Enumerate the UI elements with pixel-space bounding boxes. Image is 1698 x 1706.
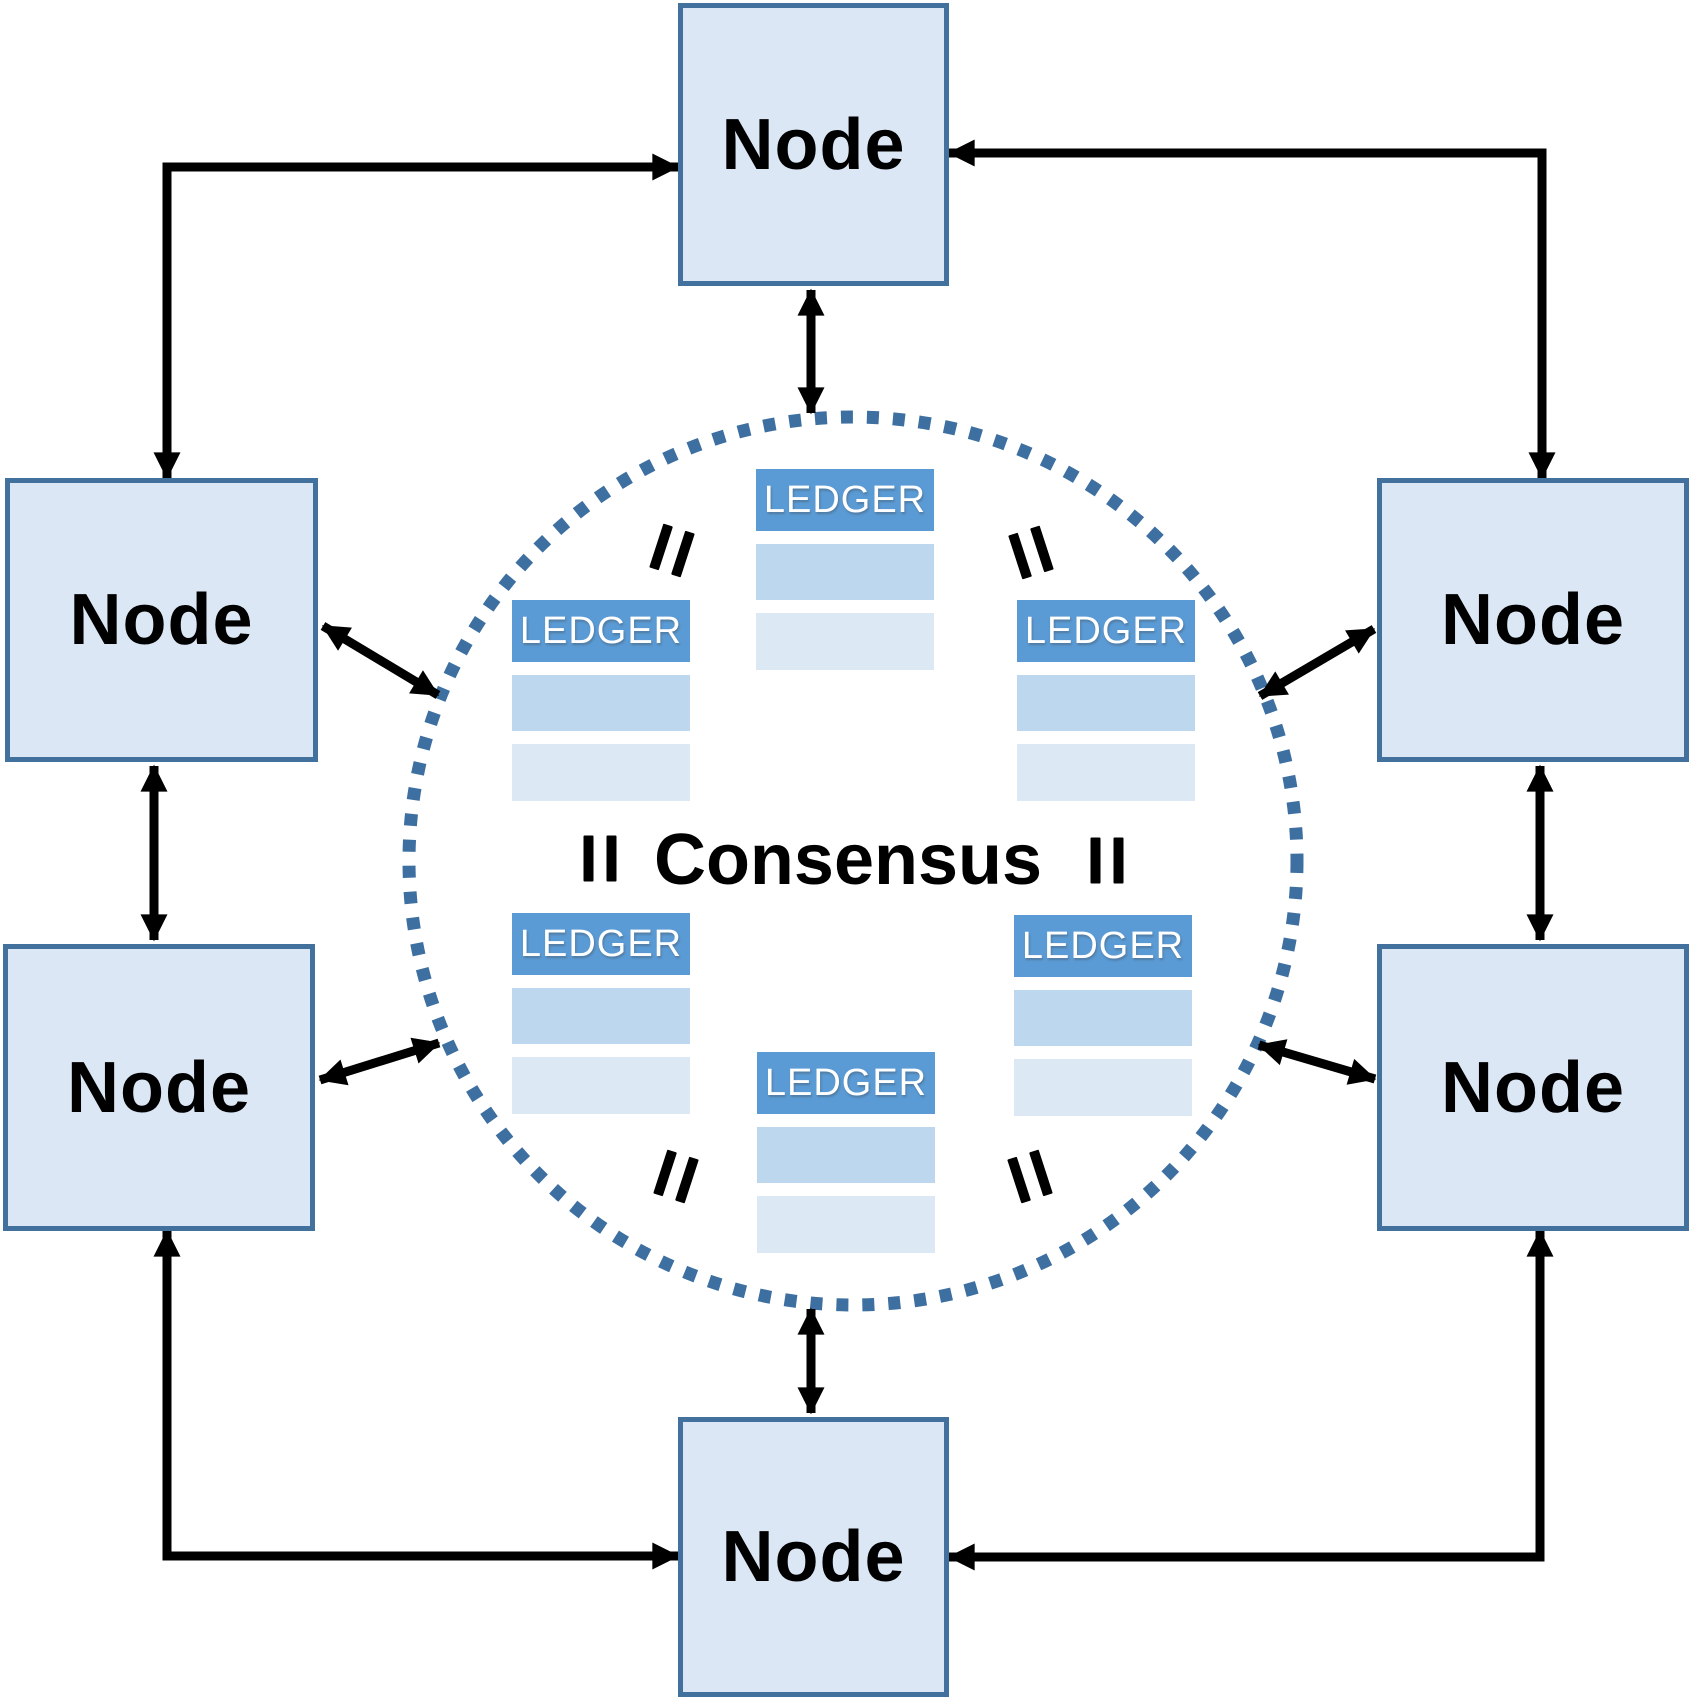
node-box-lower-right: Node bbox=[1377, 944, 1689, 1231]
ledger-title: LEDGER bbox=[512, 600, 690, 662]
arrow-corner-top-right bbox=[947, 139, 1556, 480]
arrow-corner-top-left bbox=[153, 153, 680, 480]
ledger-title: LEDGER bbox=[1014, 915, 1192, 977]
ledger-row bbox=[757, 1196, 935, 1253]
node-label: Node bbox=[1441, 580, 1625, 660]
arrow-upper-right-node-to-circle bbox=[1257, 625, 1377, 700]
equals-bar bbox=[583, 835, 594, 882]
arrow-corner-bottom-right bbox=[947, 1229, 1554, 1571]
node-label: Node bbox=[721, 1517, 906, 1597]
ledger-row bbox=[756, 613, 934, 670]
ledger-row bbox=[512, 988, 690, 1044]
node-label: Node bbox=[721, 104, 906, 185]
node-label: Node bbox=[1441, 1047, 1625, 1128]
ledger-stack-lower-right: LEDGER bbox=[1014, 915, 1192, 1116]
ledger-title: LEDGER bbox=[512, 913, 690, 975]
ledger-row bbox=[1014, 1059, 1192, 1116]
ledger-stack-middle-left: LEDGER bbox=[512, 600, 690, 801]
ledger-stack-top: LEDGER bbox=[756, 469, 934, 670]
node-label: Node bbox=[69, 580, 254, 660]
equals-bar bbox=[1090, 837, 1101, 884]
ledger-row bbox=[512, 1057, 690, 1114]
ledger-row bbox=[757, 1127, 935, 1183]
consensus-label: Consensus bbox=[653, 819, 1043, 900]
equals-bar bbox=[606, 835, 617, 882]
arrow-lower-right-node-to-circle bbox=[1257, 1039, 1377, 1085]
ledger-row bbox=[756, 544, 934, 600]
ledger-stack-lower-left: LEDGER bbox=[512, 913, 690, 1114]
node-box-bottom: Node bbox=[678, 1417, 949, 1697]
node-box-upper-left: Node bbox=[5, 478, 318, 762]
equals-icon bbox=[583, 835, 617, 882]
ledger-row bbox=[1017, 675, 1195, 731]
arrow-upper-left-node-to-circle bbox=[320, 622, 441, 699]
ledger-title: LEDGER bbox=[756, 469, 934, 531]
node-box-upper-right: Node bbox=[1377, 478, 1689, 762]
equals-bar bbox=[1113, 837, 1124, 884]
ledger-stack-middle-right: LEDGER bbox=[1017, 600, 1195, 801]
node-label: Node bbox=[67, 1047, 251, 1128]
ledger-stack-bottom: LEDGER bbox=[757, 1052, 935, 1253]
ledger-title: LEDGER bbox=[1017, 600, 1195, 662]
node-box-lower-left: Node bbox=[3, 944, 315, 1231]
ledger-row bbox=[1014, 990, 1192, 1046]
node-box-top: Node bbox=[678, 3, 949, 286]
arrow-corner-bottom-left bbox=[153, 1229, 680, 1570]
consensus-circle bbox=[402, 410, 1304, 1312]
ledger-title: LEDGER bbox=[757, 1052, 935, 1114]
equals-icon bbox=[1090, 837, 1124, 884]
arrow-lower-left-node-to-circle bbox=[318, 1037, 441, 1086]
ledger-row bbox=[512, 744, 690, 801]
ledger-row bbox=[1017, 744, 1195, 801]
ledger-row bbox=[512, 675, 690, 731]
